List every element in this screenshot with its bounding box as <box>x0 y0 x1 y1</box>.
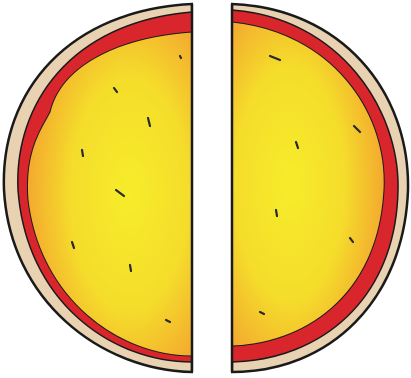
speck <box>180 56 181 58</box>
speck <box>130 265 131 271</box>
right-half <box>232 4 408 372</box>
center-gap <box>193 0 231 378</box>
speck <box>82 150 83 156</box>
speck <box>276 210 277 216</box>
left-half <box>4 4 192 372</box>
